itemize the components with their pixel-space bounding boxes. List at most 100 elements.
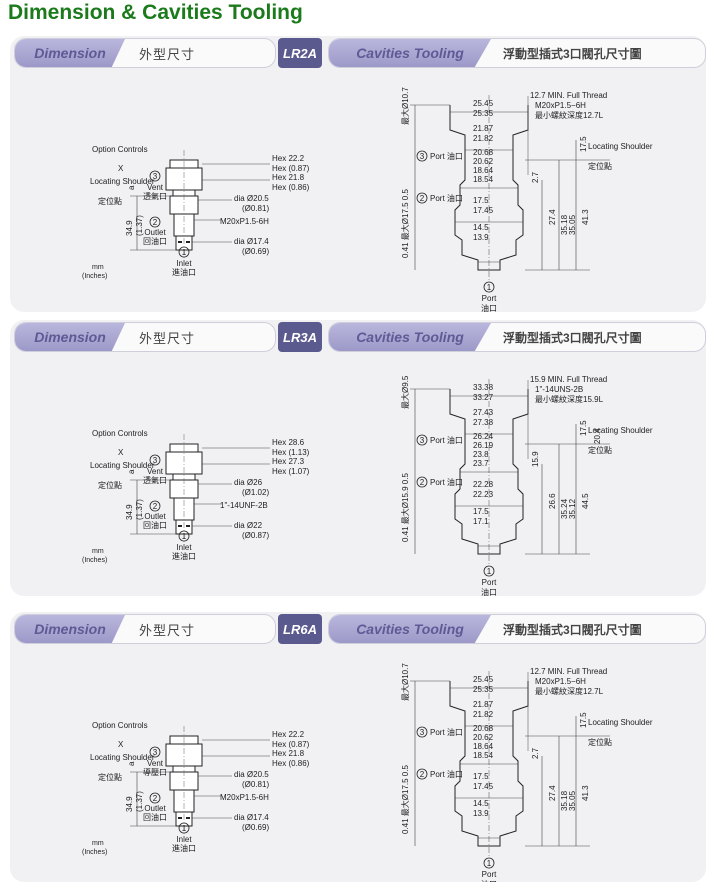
units-label: mm: [92, 840, 104, 847]
cavity-label: 13.9: [473, 809, 489, 818]
cavity-label: 33.27: [473, 393, 494, 402]
section-panel: [10, 36, 706, 312]
a-mark: a: [127, 185, 136, 190]
cavity-label: 17.5: [473, 507, 489, 516]
port1-number: 1: [487, 283, 492, 292]
port3-marker: [416, 150, 428, 162]
port3-number: 3: [420, 152, 425, 161]
locating-shoulder-label: Locating Shoulder: [90, 753, 155, 762]
dia2-inch-label: (Ø0.87): [242, 531, 269, 540]
vent-zh-label: 透氣口: [143, 475, 167, 485]
vent-zh-label: 透氣口: [143, 191, 167, 201]
port1-label: Port: [482, 578, 497, 587]
cavity-label: 2.7: [531, 171, 540, 183]
cavities-header: Cavities Tooling 浮動型插式3口閥孔尺寸圖: [328, 38, 706, 68]
cartridge-drawing: [130, 150, 270, 258]
vent-label: Vent: [147, 759, 164, 768]
cavity-label: 23.7: [473, 459, 489, 468]
model-code-badge: LR2A: [278, 38, 322, 68]
x-label: X: [118, 448, 124, 457]
cavity-label: 22.23: [473, 490, 494, 499]
cavity-label: 17.5: [473, 772, 489, 781]
cavity-label: 25.35: [473, 685, 494, 694]
outlet-number: 2: [153, 218, 158, 227]
inlet-number: 1: [182, 532, 187, 541]
cavity-label: 14.5: [473, 799, 489, 808]
cavities-zh: 浮動型插式3口閥孔尺寸圖: [503, 46, 642, 61]
cavity-label: 18.64: [473, 166, 494, 175]
dimension-zh: 外型尺寸: [139, 46, 196, 62]
inlet-zh-label: 進油口: [172, 267, 196, 277]
dia2-label: dia Ø22: [234, 521, 263, 530]
cavity-label: 27.4: [548, 209, 557, 225]
outlet-marker: [149, 216, 161, 228]
vent-zh-label: 導壓口: [143, 767, 167, 777]
port3-number: 3: [420, 436, 425, 445]
inlet-label: Inlet: [176, 543, 192, 552]
hex-inch-label: Hex (0.87): [272, 164, 310, 173]
cavity-label: 35.24: [560, 498, 569, 519]
cavity-drawing: [410, 671, 610, 869]
units-inch-label: (Inches): [82, 273, 107, 280]
x-label: X: [118, 740, 124, 749]
cavity-label: 33.38: [473, 383, 494, 392]
outlet-label: Outlet: [144, 228, 166, 237]
cavity-label: 18.54: [473, 175, 494, 184]
cavity-label: 25.45: [473, 99, 494, 108]
hex-label: Hex 22.2: [272, 730, 305, 739]
dimension-zh: 外型尺寸: [139, 330, 196, 346]
cavity-label: 13.9: [473, 233, 489, 242]
hex2-label: Hex 21.8: [272, 173, 305, 182]
locating-shoulder-label: Locating Shoulder: [588, 142, 653, 151]
cavity-label: 35.18: [560, 214, 569, 235]
cavity-label: 27.43: [473, 408, 494, 417]
cavity-label: 26.19: [473, 441, 494, 450]
option-controls-label: Option Controls: [92, 429, 148, 438]
outlet-marker: [149, 792, 161, 804]
locating-zh-label: 定位點: [588, 161, 612, 171]
cartridge-drawing: [130, 726, 270, 834]
dia1-label: dia Ø26: [234, 478, 263, 487]
technical-drawing: Option Controls X 3 Vent 透氣口 Locating Sh…: [82, 375, 653, 596]
port1-number: 1: [487, 567, 492, 576]
cavity-label: 35.05: [568, 214, 577, 235]
cavities-tag: Cavities Tooling: [329, 39, 491, 67]
dia2-label: dia Ø17.4: [234, 237, 269, 246]
port2-number: 2: [420, 194, 425, 203]
locating-shoulder-label: Locating Shoulder: [90, 177, 155, 186]
section-lr2a: Dimension 外型尺寸 LR2A Cavities Tooling 浮動型…: [10, 36, 706, 312]
units-label: mm: [92, 548, 104, 555]
cavity-label: 15.9: [531, 451, 540, 467]
locating-zh-label: 定位點: [98, 772, 122, 782]
inlet-number: 1: [182, 824, 187, 833]
cavity-label: 26.24: [473, 432, 494, 441]
locating-shoulder-label: Locating Shoulder: [588, 426, 653, 435]
inlet-label: Inlet: [176, 259, 192, 268]
a-mark: a: [127, 469, 136, 474]
locating-zh-label: 定位點: [98, 196, 122, 206]
dia1-label: dia Ø20.5: [234, 194, 269, 203]
thread-zh-label: 最小螺紋深度15.9L: [535, 394, 604, 404]
thread-min-label: 12.7 MIN. Full Thread: [530, 91, 607, 100]
cavity-label: 25.35: [473, 109, 494, 118]
units-inch-label: (Inches): [82, 849, 107, 856]
port3-marker: [416, 434, 428, 446]
hex-inch-label: Hex (0.87): [272, 740, 310, 749]
technical-drawing: Option Controls X 3 Vent 透氣口 Locating Sh…: [82, 87, 653, 312]
inlet-zh-label: 進油口: [172, 551, 196, 561]
section-lr3a: Dimension 外型尺寸 LR3A Cavities Tooling 浮動型…: [10, 320, 706, 596]
outlet-number: 2: [153, 502, 158, 511]
dia1-label: dia Ø20.5: [234, 770, 269, 779]
hex2-label: Hex 27.3: [272, 457, 305, 466]
top-left-dim: 最大Ø9.5: [400, 375, 410, 409]
thread-spec-label: 1"-14UNS-2B: [535, 385, 583, 394]
hex-label: Hex 22.2: [272, 154, 305, 163]
vent-marker: [149, 454, 161, 466]
cavity-label: 2.7: [531, 747, 540, 759]
left-dims-label: 0.41 最大Ø17.5 0.5: [400, 765, 410, 834]
inlet-marker: [178, 246, 190, 258]
cavity-label: 21.87: [473, 700, 494, 709]
port2-label: Port 油口: [430, 769, 463, 779]
dimension-zh: 外型尺寸: [139, 622, 196, 638]
port1-zh-label: 油口: [481, 879, 497, 882]
